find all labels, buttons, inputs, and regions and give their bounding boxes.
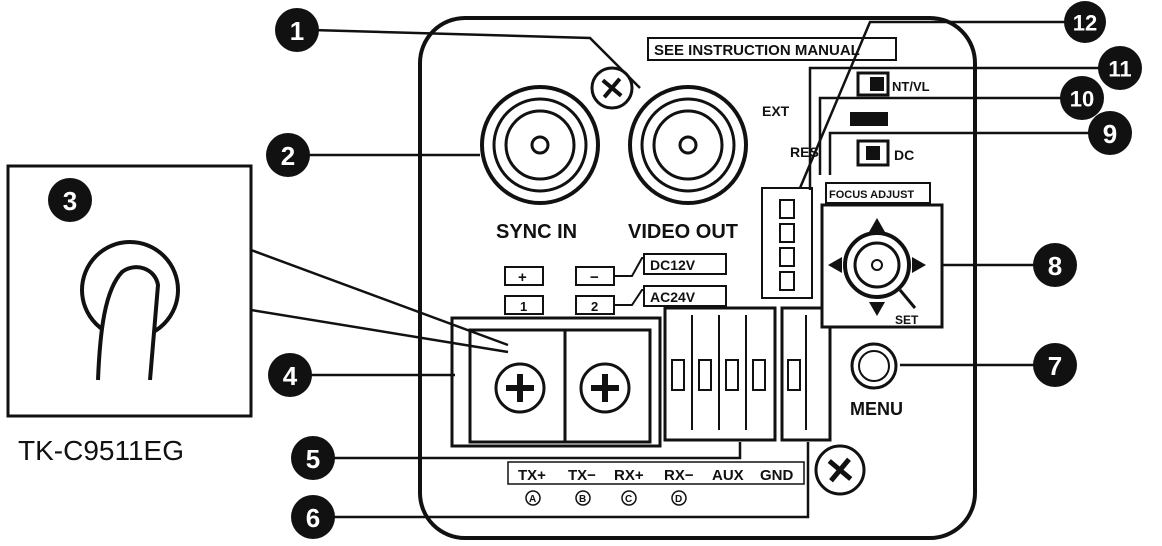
- terminal-letter-marks: A B C D: [525, 490, 687, 506]
- callout-12: 12: [1064, 1, 1106, 43]
- tx-plus-label: TX+: [518, 467, 546, 484]
- dc-label: DC: [894, 147, 914, 163]
- menu-button[interactable]: [850, 342, 898, 390]
- svg-text:12: 12: [1073, 11, 1097, 36]
- svg-text:B: B: [579, 494, 586, 505]
- rx-plus-label: RX+: [614, 467, 644, 484]
- svg-text:9: 9: [1103, 119, 1117, 149]
- switch-middle[interactable]: [850, 112, 888, 126]
- video-out-label: VIDEO OUT: [628, 221, 738, 243]
- svg-text:6: 6: [306, 503, 320, 533]
- res-label: RES: [790, 144, 819, 160]
- plus-box: [504, 266, 544, 286]
- callout-11: 11: [1098, 46, 1142, 90]
- dip-switch-strip[interactable]: [761, 187, 813, 299]
- callout-8: 8: [1033, 243, 1077, 287]
- focus-adjust-label: FOCUS ADJUST: [829, 189, 914, 201]
- dc12v-label: DC12V: [650, 257, 696, 273]
- rs485-terminal-block: [663, 306, 777, 442]
- bottom-screw: [814, 444, 866, 496]
- svg-text:2: 2: [281, 141, 295, 171]
- svg-text:7: 7: [1048, 351, 1062, 381]
- sync-in-connector: [480, 85, 600, 205]
- set-label: SET: [895, 313, 919, 327]
- menu-label: MENU: [850, 399, 903, 419]
- svg-text:8: 8: [1048, 251, 1062, 281]
- power-terminal-block: [450, 316, 662, 448]
- sync-in-label: SYNC IN: [496, 221, 577, 243]
- callout-2: 2: [266, 133, 310, 177]
- svg-text:3: 3: [63, 186, 77, 216]
- switch-dc[interactable]: [856, 139, 890, 167]
- ext-label: EXT: [762, 103, 790, 119]
- two-label: 2: [591, 299, 598, 314]
- one-box: [504, 295, 544, 315]
- svg-text:A: A: [529, 494, 536, 505]
- svg-text:5: 5: [306, 444, 320, 474]
- top-screw: [590, 66, 634, 110]
- svg-text:1: 1: [290, 16, 304, 46]
- callout-9: 9: [1088, 111, 1132, 155]
- terminal-label-strip: [507, 461, 805, 485]
- aux-label: AUX: [712, 467, 744, 484]
- manual-label: SEE INSTRUCTION MANUAL: [654, 42, 860, 59]
- gnd-label: GND: [760, 467, 794, 484]
- tx-minus-label: TX−: [568, 467, 596, 484]
- callout-1: 1: [275, 8, 319, 52]
- rx-minus-label: RX−: [664, 467, 694, 484]
- svg-text:D: D: [675, 494, 682, 505]
- callout-6: 6: [291, 495, 335, 539]
- video-out-connector: [628, 85, 748, 205]
- plus-label: +: [518, 269, 527, 286]
- callout-5: 5: [291, 436, 335, 480]
- focus-joystick[interactable]: [820, 203, 944, 329]
- manual-label-box: [647, 37, 897, 61]
- svg-text:4: 4: [283, 361, 298, 391]
- focus-adjust-header: [825, 182, 931, 204]
- svg-text:C: C: [625, 494, 632, 505]
- one-label: 1: [520, 299, 527, 314]
- ntvl-label: NT/VL: [892, 79, 930, 94]
- ac24v-box: [643, 285, 727, 307]
- callout-4: 4: [268, 353, 312, 397]
- ac24v-label: AC24V: [650, 289, 696, 305]
- leader-lines: [300, 20, 1100, 519]
- aux-terminal-block: [780, 306, 832, 442]
- callout-10: 10: [1060, 76, 1104, 120]
- cable-grommet: [80, 240, 180, 381]
- svg-text:11: 11: [1108, 57, 1131, 82]
- model-label: TK-C9511EG: [18, 435, 184, 466]
- svg-text:10: 10: [1070, 87, 1094, 112]
- callout-7: 7: [1033, 343, 1077, 387]
- minus-label: −: [590, 269, 599, 286]
- callout-3: 3: [48, 178, 92, 222]
- dc12v-box: [643, 253, 727, 275]
